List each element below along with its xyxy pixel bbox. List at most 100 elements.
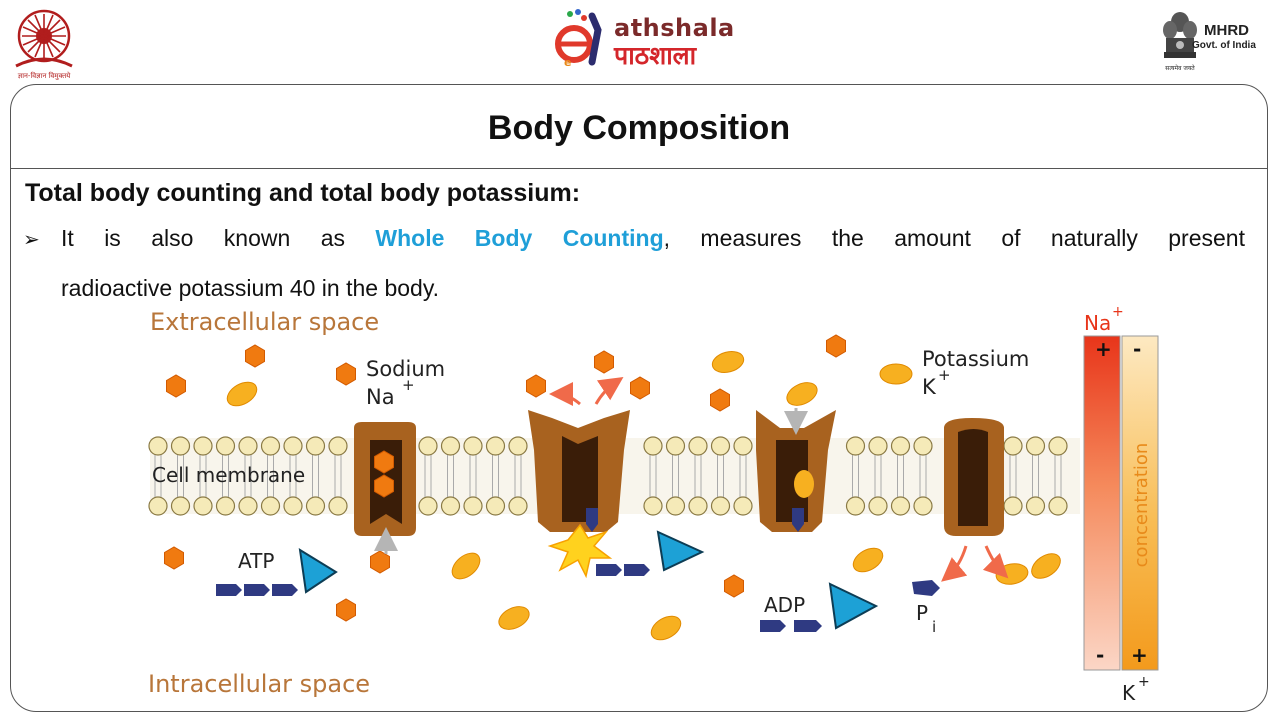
epathshala-hindi: पाठशाला — [614, 41, 697, 70]
lipid-tail — [1009, 476, 1017, 497]
lipid-head — [890, 496, 911, 516]
ugc-logo-caption: ज्ञान-विज्ञान विमुक्तये — [17, 72, 71, 80]
pi-subscript: i — [932, 618, 936, 636]
sodium-ion-icon — [166, 374, 186, 398]
lipid-head — [868, 496, 888, 516]
potassium-ion-icon — [711, 350, 745, 374]
sodium-ion-icon — [826, 334, 846, 358]
bound-potassium-ion — [794, 470, 814, 498]
lipid-head — [238, 496, 258, 516]
pi-label: P — [916, 601, 928, 625]
lipid-tail — [672, 476, 679, 497]
potassium-ion-icon — [852, 547, 884, 573]
lipid-head — [845, 496, 866, 516]
gradient-k-charge: + — [1138, 674, 1150, 690]
lipid-head — [688, 436, 708, 456]
potassium-ion-icon — [451, 552, 481, 580]
sodium-ion-icon — [594, 350, 614, 374]
lipid-tail — [919, 455, 927, 476]
lipid-head — [215, 436, 236, 456]
na-high-sign: + — [1095, 337, 1112, 361]
lipid-tail — [177, 455, 184, 476]
lipid-tail — [222, 476, 229, 497]
lipid-head — [845, 436, 866, 456]
k-low-sign: - — [1133, 337, 1141, 361]
potassium-symbol-label: K — [922, 375, 937, 399]
epathshala-prefix: e — [564, 56, 571, 69]
inorganic-phosphate-icon — [912, 580, 940, 596]
slide-frame: Body Composition Total body counting and… — [10, 84, 1268, 712]
lipid-tail — [897, 455, 904, 476]
lipid-head — [440, 436, 461, 456]
lipid-head — [1025, 496, 1046, 516]
sodium-potassium-pump-figure: Extracellular space Intracellular space … — [140, 300, 1180, 710]
na-low-sign: - — [1096, 643, 1104, 667]
lipid-tail — [514, 476, 522, 497]
mhrd-motto: सत्यमेव जयते — [1165, 64, 1195, 72]
phosphate-chain-icon — [596, 530, 705, 576]
lipid-tail — [154, 455, 162, 476]
potassium-ion-icon — [995, 563, 1029, 585]
lipid-head — [463, 436, 483, 456]
bullet-arrow-icon: ➢ — [23, 229, 40, 251]
sodium-ions — [164, 334, 846, 622]
lipid-tail — [244, 455, 252, 476]
lipid-head — [1003, 436, 1023, 456]
lipid-tail — [199, 476, 207, 497]
lipid-tail — [222, 455, 229, 476]
membrane-label: Cell membrane — [152, 463, 305, 487]
lipid-head — [508, 496, 528, 516]
lipid-head — [643, 496, 663, 516]
transport-arrows — [374, 377, 1009, 582]
lipid-head — [1048, 436, 1068, 456]
lipid-tail — [469, 455, 477, 476]
lipid-tail — [492, 476, 499, 497]
lipid-head — [328, 436, 348, 456]
lipid-head — [305, 436, 326, 456]
lipid-bilayer — [148, 436, 1068, 516]
pi-release-arrow — [941, 545, 968, 582]
gradient-na-label: Na — [1084, 311, 1111, 335]
lipid-tail — [739, 455, 747, 476]
lipid-head — [1003, 496, 1023, 516]
lipid-tail — [694, 455, 702, 476]
lipid-head — [508, 436, 528, 456]
lipid-head — [238, 436, 258, 456]
lipid-head — [1048, 496, 1068, 516]
intracellular-label: Intracellular space — [148, 670, 370, 698]
lipid-head — [665, 436, 686, 456]
lipid-head — [485, 436, 506, 456]
lipid-tail — [469, 476, 477, 497]
lipid-tail — [289, 476, 297, 497]
lipid-head — [305, 496, 326, 516]
adp-label: ADP — [764, 593, 805, 617]
lipid-head — [733, 436, 753, 456]
lipid-head — [193, 436, 213, 456]
lipid-tail — [244, 476, 252, 497]
sodium-ion-icon — [164, 546, 184, 570]
sodium-symbol-label: Na — [366, 385, 395, 409]
lipid-tail — [447, 476, 454, 497]
bound-phosphate-1 — [586, 508, 598, 532]
lipid-tail — [1032, 455, 1039, 476]
lipid-head — [913, 436, 933, 456]
pump-protein-3 — [756, 410, 836, 532]
potassium-ions — [226, 350, 1061, 641]
lipid-head — [215, 496, 236, 516]
bound-phosphate-2 — [792, 508, 804, 532]
lipid-head — [283, 436, 303, 456]
lipid-tail — [199, 455, 207, 476]
lipid-head — [913, 496, 933, 516]
gradient-k-label: K — [1122, 681, 1136, 705]
pump-protein-2 — [528, 410, 630, 532]
lipid-head — [283, 496, 303, 516]
lipid-tail — [424, 476, 432, 497]
lipid-head — [170, 436, 191, 456]
atp-burst-icon — [547, 523, 613, 579]
slide-title: Body Composition — [487, 109, 791, 147]
na-gradient-bar — [1083, 335, 1121, 671]
epathshala-logo: e athshala पाठशाला — [552, 8, 752, 70]
lipid-head — [260, 436, 281, 456]
sodium-ion-icon — [724, 574, 744, 598]
lipid-tail — [447, 455, 454, 476]
